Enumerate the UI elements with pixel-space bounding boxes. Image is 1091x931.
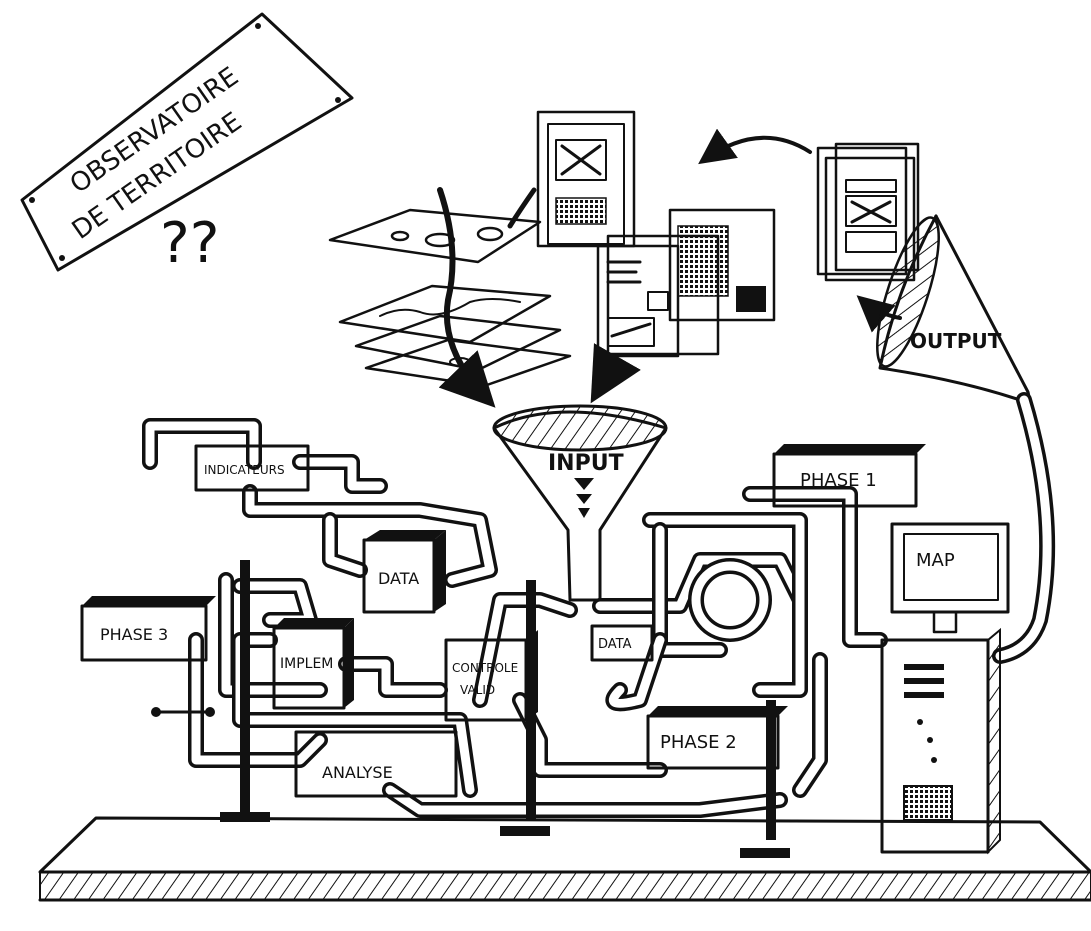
pipe-network-right — [600, 494, 880, 790]
computer-tower — [882, 630, 1000, 852]
box-phase2-label: PHASE 2 — [660, 732, 737, 753]
box-data-center-label: DATA — [598, 637, 632, 652]
box-phase1-label: PHASE 1 — [800, 470, 877, 491]
box-phase3-label: PHASE 3 — [100, 625, 168, 644]
monitor-map-label: MAP — [916, 550, 955, 571]
output-funnel: OUTPUT — [865, 212, 1042, 460]
table-surface — [40, 818, 1091, 900]
output-funnel-label: OUTPUT — [910, 329, 1002, 353]
map-layers-stack — [330, 190, 570, 400]
box-data-left-label: DATA — [378, 569, 419, 588]
box-implem-label: IMPLEM — [280, 656, 333, 672]
documents-stack — [510, 112, 774, 394]
box-controle-label-2: VALID — [460, 683, 495, 697]
computer-monitor: MAP — [892, 524, 1008, 632]
box-data-left: DATA — [364, 530, 446, 612]
question-marks: ?? — [160, 211, 219, 276]
box-indicateurs-label: INDICATEURS — [204, 463, 285, 477]
box-analyse-label: ANALYSE — [322, 763, 393, 782]
input-funnel-label: INPUT — [548, 451, 624, 476]
box-data-center: DATA — [592, 626, 652, 660]
box-controle-label-1: CONTROLE — [452, 661, 518, 675]
input-funnel: INPUT — [494, 406, 666, 600]
